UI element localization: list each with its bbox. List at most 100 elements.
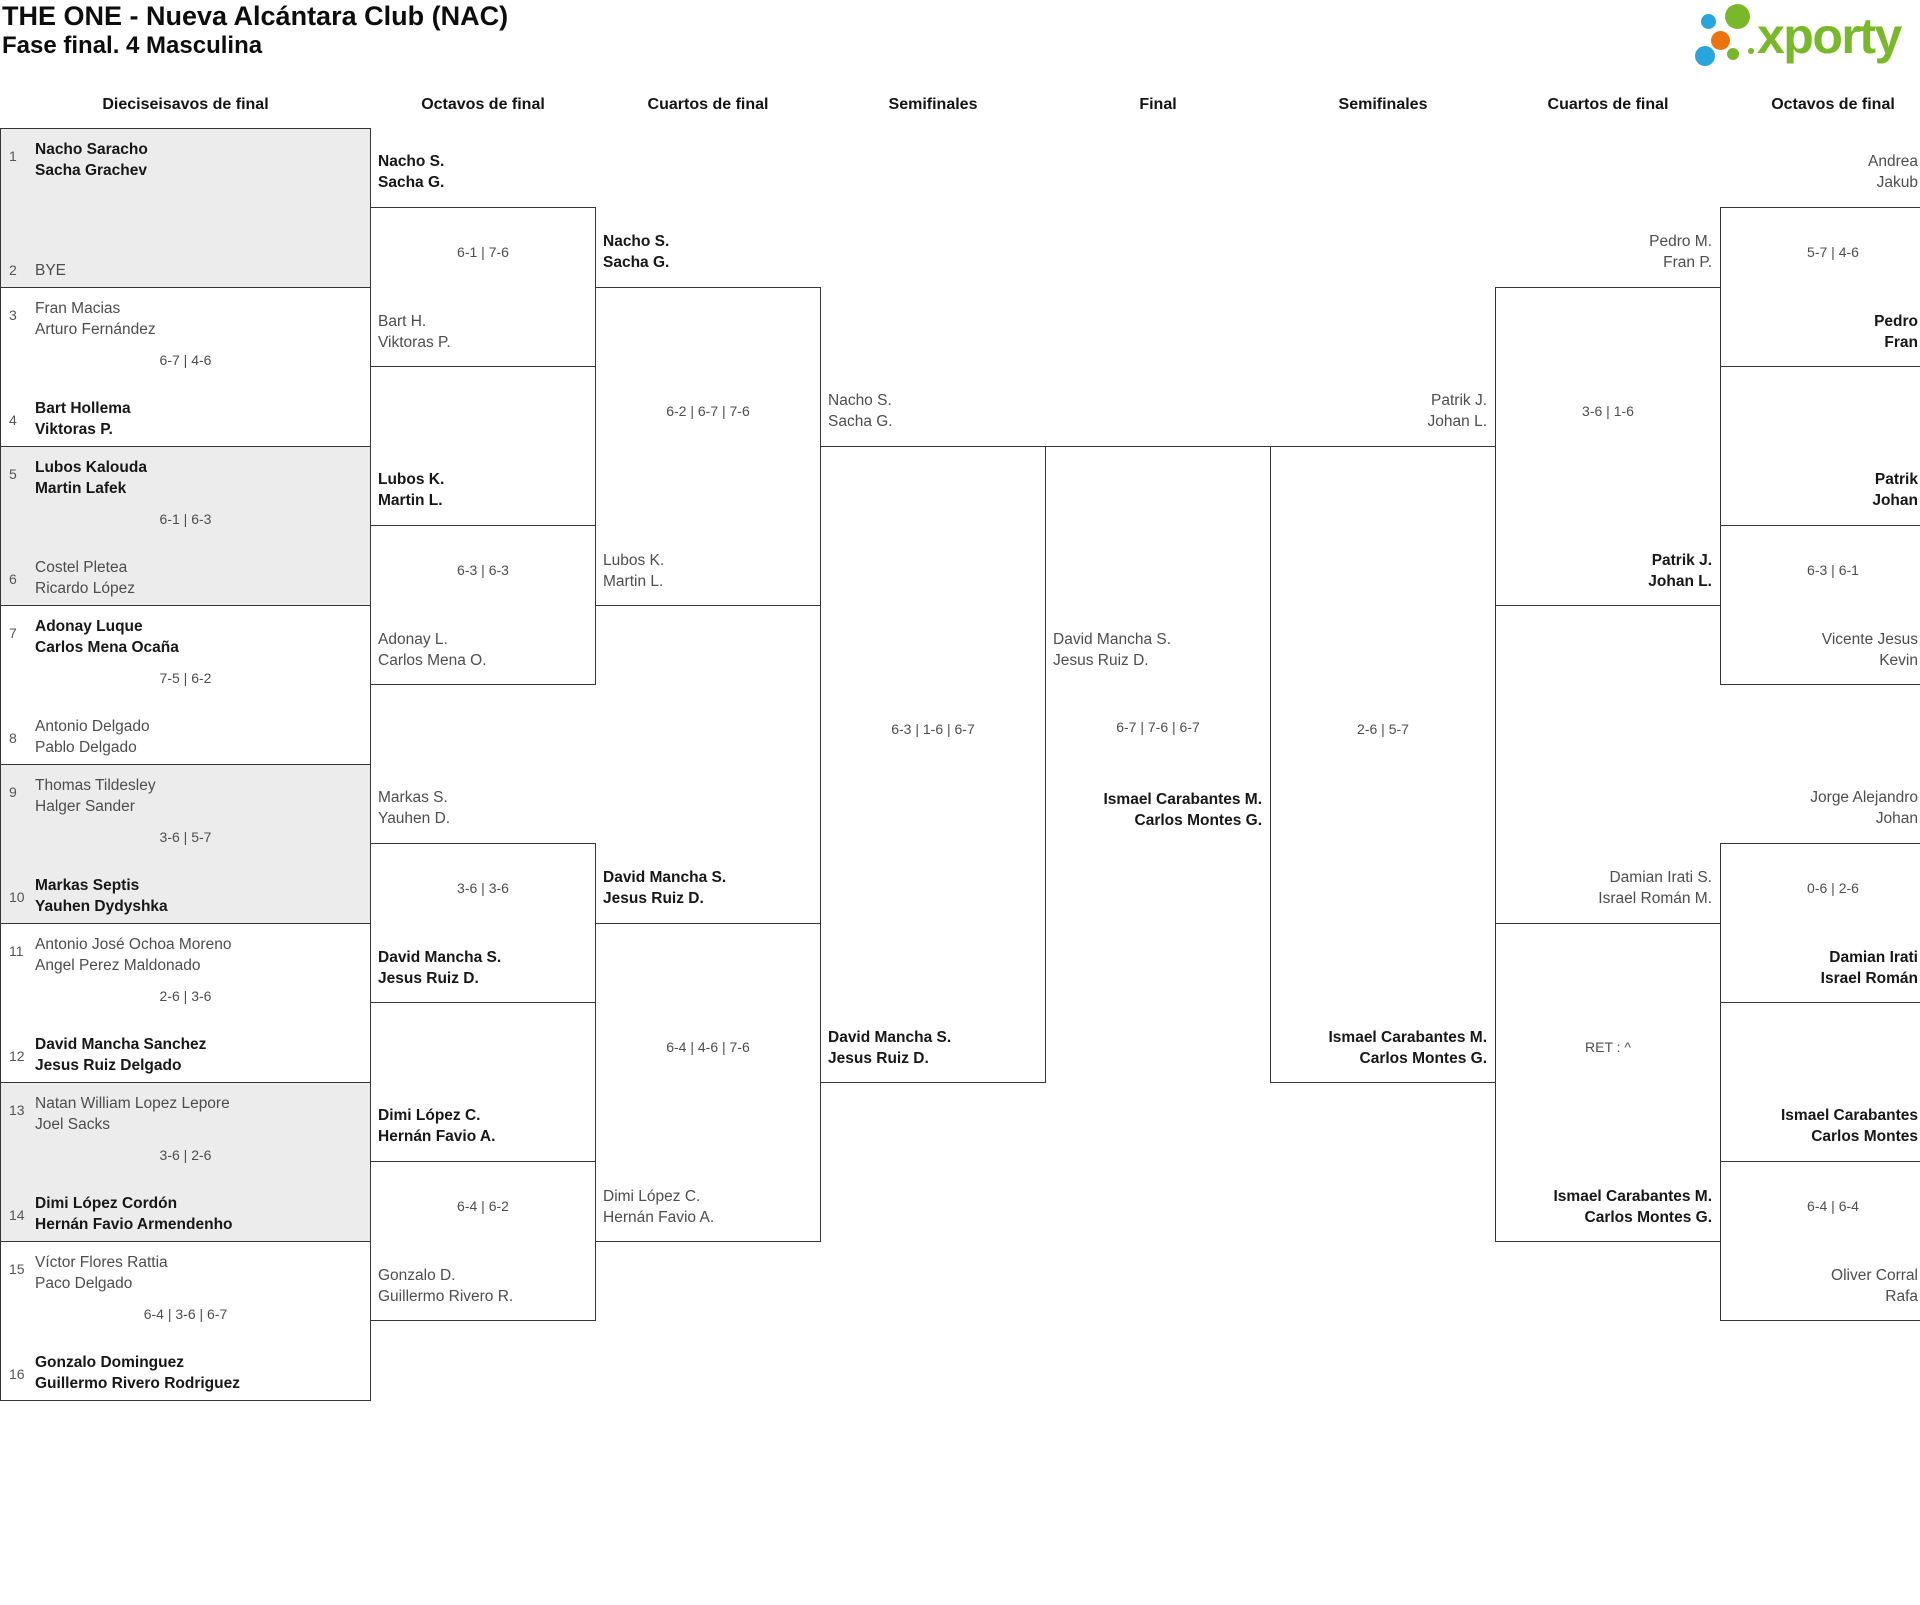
- match-score: 6-4 | 3-6 | 6-7: [143, 1306, 228, 1322]
- logo-wordmark: xporty: [1757, 8, 1902, 64]
- match-score: 6-7 | 4-6: [159, 352, 212, 368]
- seed-number: 14: [9, 1207, 25, 1223]
- team-label: Bart H.Viktoras P.: [378, 313, 451, 351]
- team-label: Dimi López C.Hernán Favio A.: [603, 1188, 715, 1226]
- team-label: Patrik J.Johan L.: [1427, 392, 1487, 430]
- match-score: RET : ^: [1585, 1039, 1631, 1055]
- seed-number: 9: [9, 784, 17, 800]
- seed-number: 13: [9, 1102, 25, 1118]
- match-score: 6-3 | 6-1: [1807, 562, 1859, 578]
- match-score: 5-7 | 4-6: [1807, 244, 1859, 260]
- team-label: David Mancha S.Jesus Ruiz D.: [378, 949, 502, 987]
- team-label: Nacho S.Sacha G.: [603, 233, 670, 271]
- match-score: 3-6 | 1-6: [1582, 403, 1634, 419]
- seed-number: 2: [9, 262, 17, 278]
- round-header-r16-left: Octavos de final: [421, 96, 545, 113]
- seed-number: 4: [9, 412, 17, 428]
- team-label: David Mancha S.Jesus Ruiz D.: [828, 1029, 952, 1067]
- team-label: Pedro M.Fran P.: [1649, 233, 1712, 271]
- match-box-qf-right-2: [1495, 923, 1721, 1242]
- team-label: BYE: [35, 262, 67, 279]
- match-box-final: [1045, 446, 1271, 1083]
- match-score: 2-6 | 3-6: [159, 988, 212, 1004]
- round-header-sf-right: Semifinales: [1338, 96, 1428, 113]
- match-score: 3-6 | 2-6: [159, 1147, 212, 1163]
- seed-number: 7: [9, 625, 17, 641]
- round-header-r32-left: Dieciseisavos de final: [102, 96, 269, 113]
- finalist-label: David Mancha S.Jesus Ruiz D.: [1053, 631, 1172, 669]
- team-label: Adonay L.Carlos Mena O.: [378, 631, 487, 669]
- match-score: 7-5 | 6-2: [159, 670, 212, 686]
- seed-number: 6: [9, 571, 17, 587]
- seed-number: 5: [9, 466, 17, 482]
- seed-number: 15: [9, 1261, 25, 1277]
- page-subtitle: Fase final. 4 Masculina: [2, 32, 263, 59]
- team-label: Damian Irati S.Israel Román M.: [1598, 869, 1712, 907]
- round-header-sf-left: Semifinales: [888, 96, 978, 113]
- seed-number: 3: [9, 307, 17, 323]
- round-header-qf-left: Cuartos de final: [647, 96, 769, 113]
- seed-number: 12: [9, 1048, 25, 1064]
- seed-number: 8: [9, 730, 17, 746]
- match-score: 3-6 | 5-7: [159, 829, 212, 845]
- round-header-final: Final: [1139, 96, 1177, 113]
- match-box-r16-right-2: [1720, 525, 1920, 685]
- team-label: Patrik J.Johan L.: [1648, 552, 1712, 590]
- page-title: THE ONE - Nueva Alcántara Club (NAC): [2, 1, 509, 31]
- seed-number: 10: [9, 889, 25, 905]
- round-header-qf-right: Cuartos de final: [1547, 96, 1669, 113]
- match-score: 6-3 | 1-6 | 6-7: [891, 721, 975, 737]
- team-label: Markas S.Yauhen D.: [378, 789, 451, 827]
- match-box-r16-right-1: [1720, 207, 1920, 367]
- team-label: Ismael Carabantes M.Carlos Montes G.: [1328, 1029, 1487, 1067]
- team-label: Nacho S.Sacha G.: [378, 153, 445, 191]
- match-score: 6-4 | 4-6 | 7-6: [666, 1039, 750, 1055]
- match-score: 6-1 | 7-6: [457, 244, 509, 260]
- team-label: Ismael Carabantes M.Carlos Montes G.: [1553, 1188, 1712, 1226]
- team-label: David Mancha S.Jesus Ruiz D.: [603, 869, 727, 907]
- match-score: 6-4 | 6-2: [457, 1198, 509, 1214]
- team-label: Gonzalo D.Guillermo Rivero R.: [378, 1267, 514, 1305]
- match-score: 2-6 | 5-7: [1357, 721, 1409, 737]
- team-label: Nacho S.Sacha G.: [828, 392, 893, 430]
- match-box-sf-right: [1270, 446, 1496, 1083]
- match-score: 0-6 | 2-6: [1807, 880, 1859, 896]
- match-score: 3-6 | 3-6: [457, 880, 509, 896]
- seed-number: 16: [9, 1366, 25, 1382]
- seed-number: 1: [9, 148, 17, 164]
- seed-number: 11: [9, 943, 24, 959]
- match-score: 6-1 | 6-3: [159, 511, 212, 527]
- team-label: Lubos K.Martin L.: [378, 471, 445, 509]
- match-score: 6-3 | 6-3: [457, 562, 509, 578]
- match-box-qf-right-1: [1495, 287, 1721, 606]
- final-score: 6-7 | 7-6 | 6-7: [1116, 719, 1200, 735]
- team-label: Lubos K.Martin L.: [603, 552, 665, 590]
